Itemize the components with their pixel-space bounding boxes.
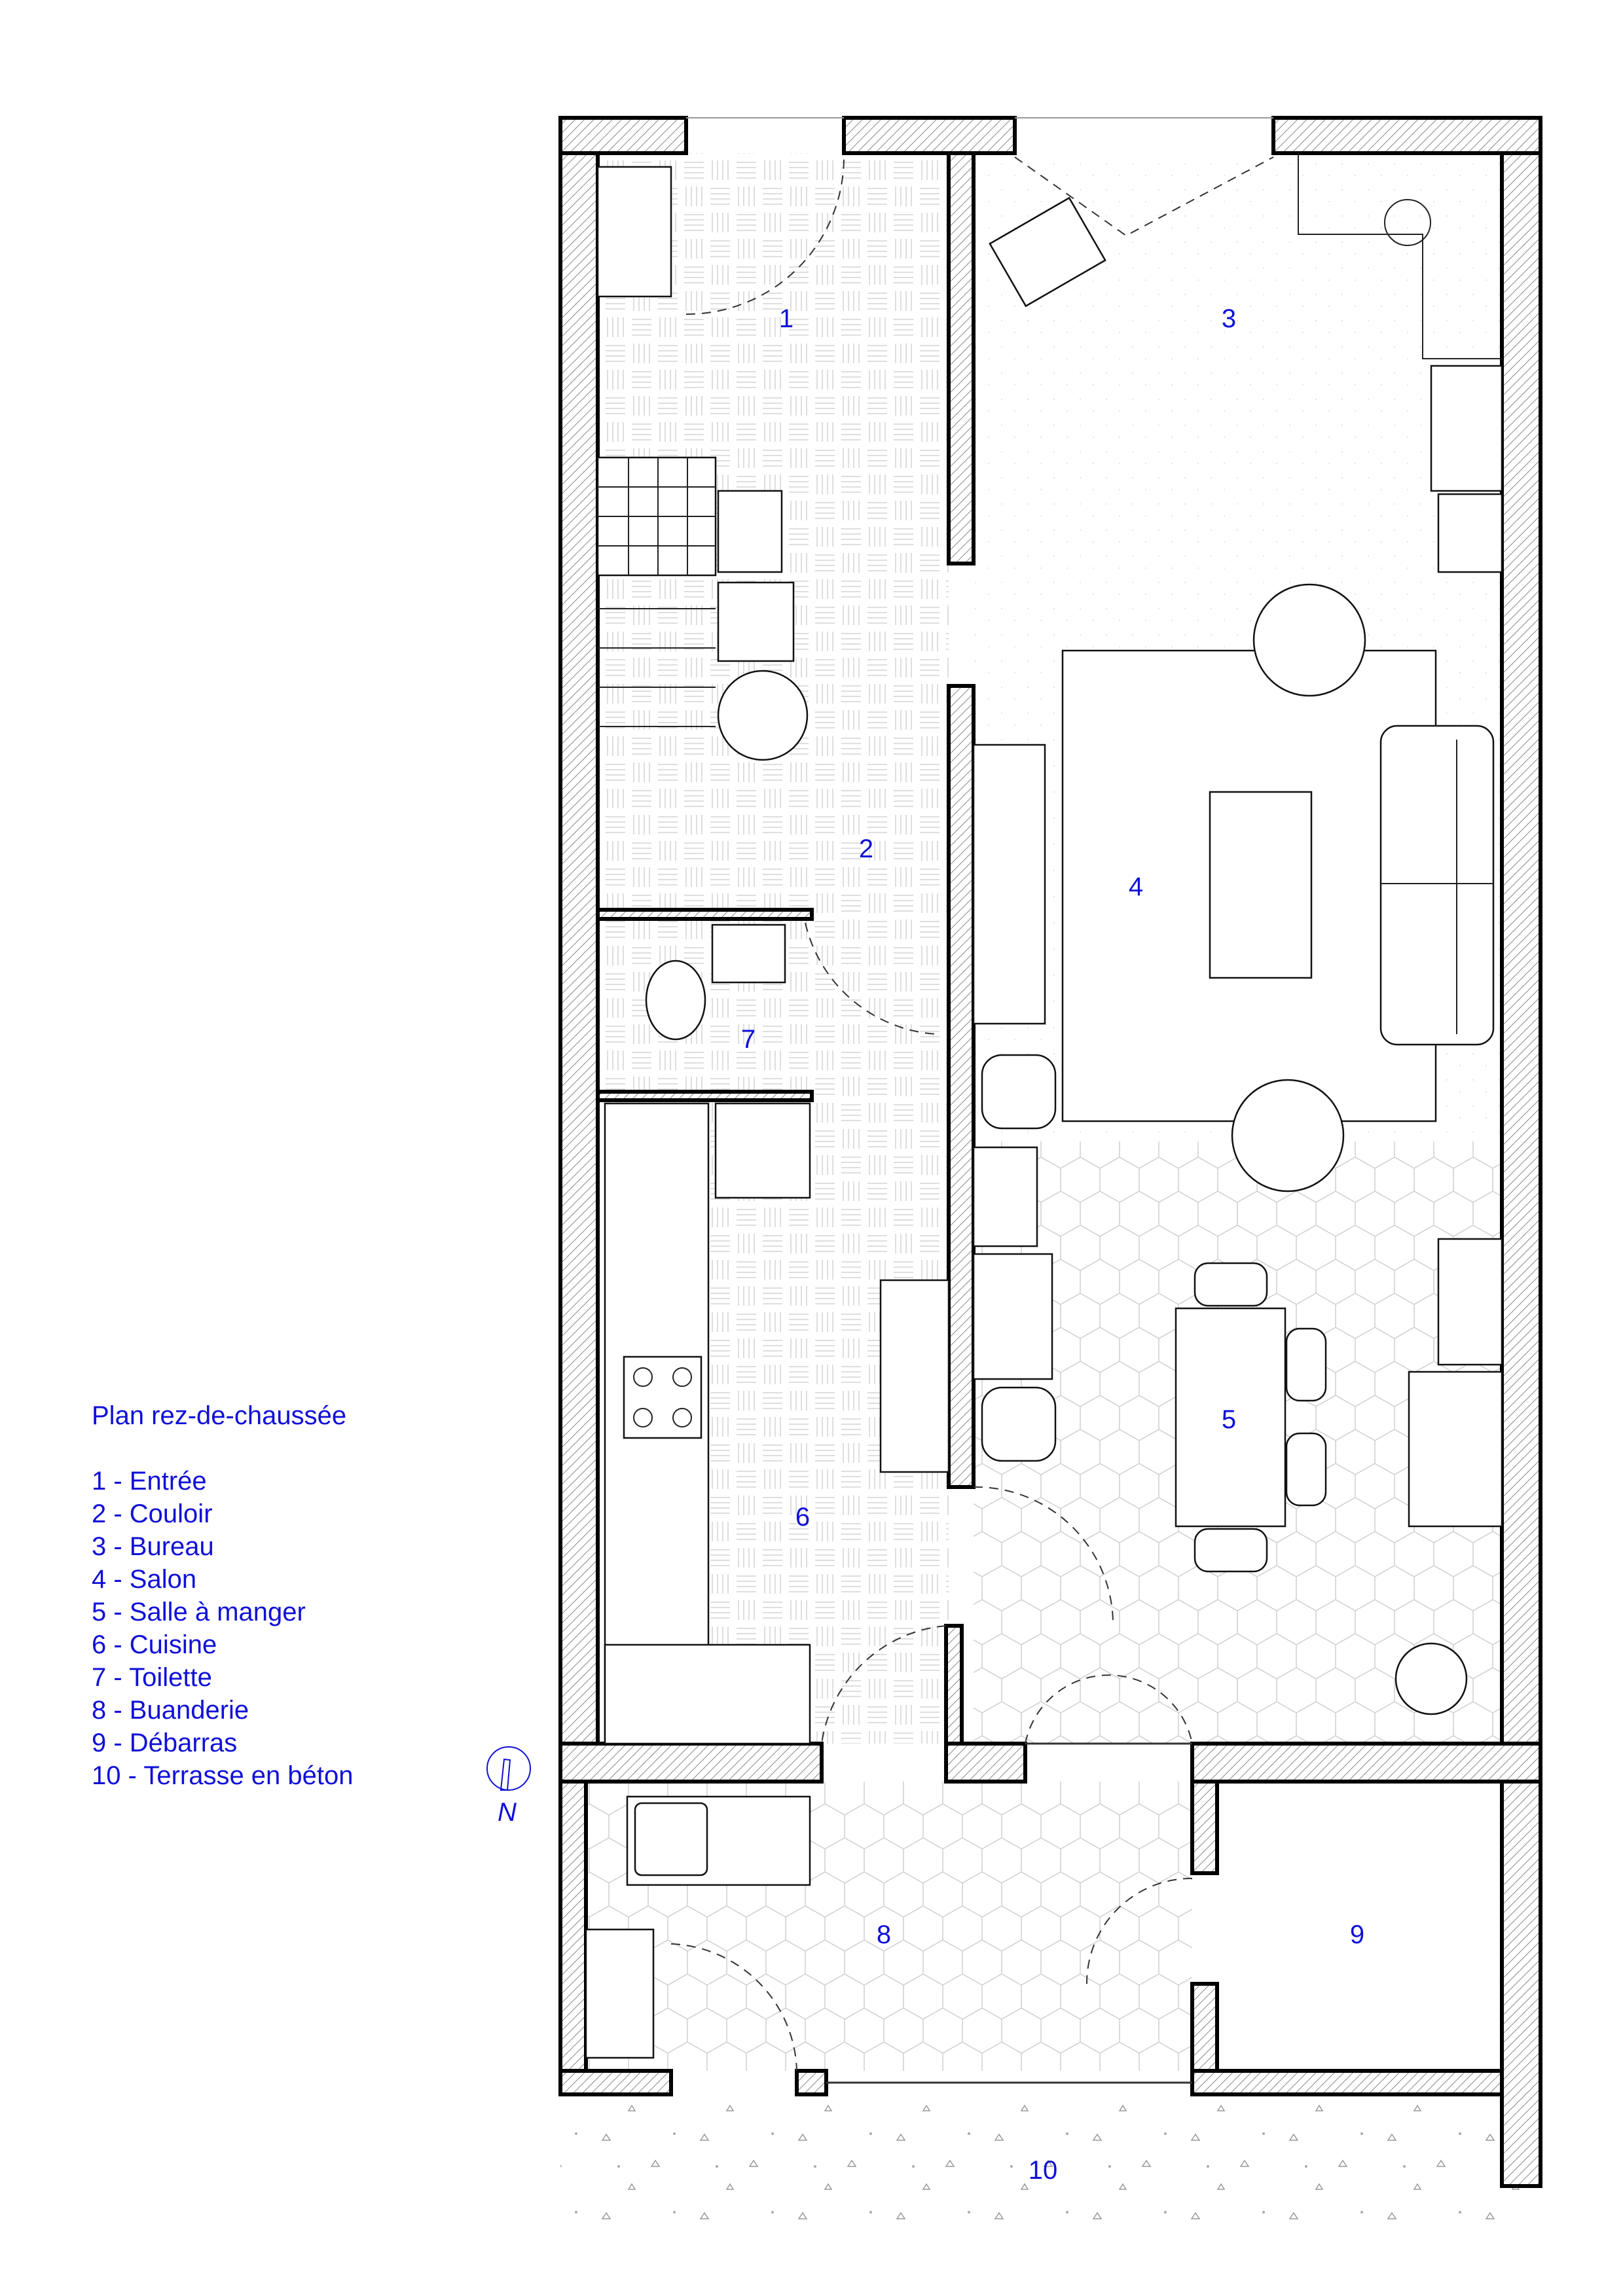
- legend-item: 6 - Cuisine: [92, 1630, 217, 1659]
- furniture: [585, 153, 1503, 2059]
- room-label-buanderie: 8: [877, 1920, 891, 1949]
- kitchen-island: [879, 1279, 950, 1473]
- dining-chair: [1285, 1432, 1327, 1507]
- laundry-sink: [634, 1802, 708, 1876]
- dining-chair: [1194, 1262, 1268, 1307]
- cooktop: [623, 1355, 702, 1439]
- bureau-cabinet: [1430, 365, 1503, 492]
- legend-item: 7 - Toilette: [92, 1663, 212, 1692]
- north-arrow-icon: N: [486, 1746, 531, 1827]
- room-label-debarras: 9: [1350, 1920, 1364, 1949]
- room-label-terrasse: 10: [1029, 2156, 1058, 2185]
- entry-closet: [596, 166, 672, 298]
- terrace-concrete: [560, 2094, 1541, 2234]
- staircase: [596, 456, 717, 727]
- room-label-salle-a-manger: 5: [1222, 1405, 1236, 1434]
- door-swings: [670, 156, 1274, 2072]
- room-label-toilette: 7: [741, 1025, 756, 1054]
- dining-cabinet: [972, 1146, 1038, 1247]
- room-label-couloir: 2: [859, 834, 873, 863]
- legend-item: 8 - Buanderie: [92, 1696, 249, 1725]
- round-table: [717, 670, 809, 761]
- north-label: N: [498, 1798, 517, 1827]
- laundry-cabinet: [585, 1928, 655, 2059]
- bureau-cabinet: [1437, 493, 1503, 573]
- room-label-bureau: 3: [1222, 304, 1236, 333]
- legend-title: Plan rez-de-chaussée: [92, 1401, 346, 1430]
- legend-item: 1 - Entrée: [92, 1467, 207, 1496]
- legend-item: 4 - Salon: [92, 1565, 196, 1594]
- legend: Plan rez-de-chaussée 1 - Entrée 2 - Coul…: [92, 1401, 354, 1790]
- tv-unit: [972, 744, 1046, 1025]
- dining-cabinet: [972, 1253, 1053, 1380]
- chair: [981, 1386, 1057, 1462]
- room-label-entree: 1: [779, 304, 793, 333]
- chair: [981, 1054, 1057, 1130]
- room-label-salon: 4: [1129, 872, 1143, 901]
- pouf: [1395, 1642, 1468, 1715]
- sofa: [1379, 725, 1495, 1046]
- dining-table: [1175, 1307, 1286, 1528]
- dining-cabinet: [1437, 1238, 1503, 1366]
- legend-item: 10 - Terrasse en béton: [92, 1761, 354, 1790]
- closet: [717, 490, 783, 573]
- armchair: [1231, 1079, 1345, 1193]
- legend-item: 2 - Couloir: [92, 1499, 213, 1528]
- bureau-armchair: [989, 196, 1106, 308]
- wc: [645, 960, 706, 1041]
- legend-item: 5 - Salle à manger: [92, 1598, 306, 1626]
- fridge: [714, 1102, 811, 1199]
- coffee-table: [1209, 791, 1313, 979]
- armchair: [1252, 583, 1366, 697]
- dining-chair: [1285, 1327, 1327, 1402]
- washbasin: [711, 924, 786, 984]
- kitchen-counter: [604, 1643, 811, 1745]
- dining-chair: [1194, 1528, 1268, 1573]
- room-labels: 1 2 3 4 5 6 7 8 9 10: [741, 304, 1364, 2185]
- closet: [717, 581, 795, 662]
- floor-finishes: [560, 153, 1541, 2234]
- walls: [558, 116, 1542, 2188]
- room-label-cuisine: 6: [795, 1503, 810, 1532]
- dining-cabinet: [1408, 1371, 1503, 1528]
- legend-item: 9 - Débarras: [92, 1729, 237, 1757]
- legend-item: 3 - Bureau: [92, 1532, 214, 1561]
